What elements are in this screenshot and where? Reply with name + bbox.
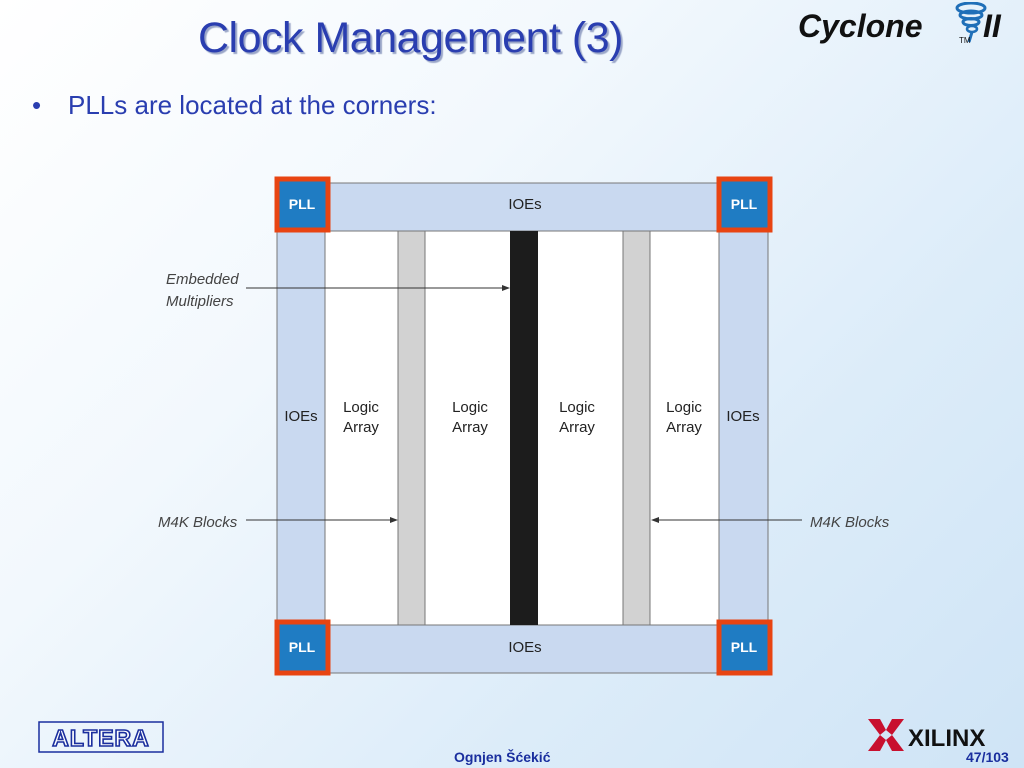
logic-array-label-line1: Logic [452,399,488,416]
cyclone-ii-logo: Cyclone TM II [798,2,1002,45]
bullet-text: PLLs are located at the corners: [68,90,437,120]
slide-number: 47/103 [966,749,1009,765]
arrow-m4k-left [246,517,398,523]
logic-array-label-line2: Array [666,419,702,436]
ioe-label-left: IOEs [284,408,317,425]
footer-author: Ognjen Šćekić [454,749,551,765]
altera-logo-text: ALTERA [52,725,150,751]
bullet-item: • PLLs are located at the corners: [32,90,437,121]
pll-label: PLL [731,196,758,212]
xilinx-logo-text: XILINX [908,725,985,752]
logic-array-label-line2: Array [452,419,488,436]
pll-label: PLL [289,639,316,655]
altera-logo: ALTERA [38,721,164,753]
xilinx-logo: XILINX [868,719,985,752]
arrow-embedded-multipliers [246,285,510,291]
slide-title: Clock Management (3) [198,14,623,62]
logic-array-label-line1: Logic [666,399,702,416]
ioe-label-right: IOEs [726,408,759,425]
ioe-label-bottom: IOEs [508,639,541,656]
cyclone-logo-suffix: II [983,8,1002,44]
m4k-block-column-right [622,230,651,626]
pll-bottom-right: PLL [716,619,773,676]
pll-label: PLL [731,639,758,655]
tornado-icon [955,2,987,43]
embedded-multiplier-column [510,231,538,625]
ioe-band-right [718,230,769,626]
m4k-blocks-label-right: M4K Blocks [810,514,890,531]
pll-label: PLL [289,196,316,212]
m4k-block-column-left [397,230,426,626]
cyclone-logo-text: Cyclone [798,8,922,44]
ioe-band-bottom [276,624,769,674]
logic-array-label-line2: Array [343,419,379,436]
embedded-multipliers-label-line2: Multipliers [166,293,234,310]
ioe-label-top: IOEs [508,196,541,213]
trademark-mark: TM [959,36,971,45]
arrow-m4k-right [651,517,802,523]
m4k-blocks-label-left: M4K Blocks [158,514,238,531]
xilinx-mark-icon [868,719,904,751]
embedded-multipliers-label-line1: Embedded [166,271,239,288]
logic-array-label-line1: Logic [559,399,595,416]
logic-array-label-line1: Logic [343,399,379,416]
pll-top-left: PLL [274,176,331,233]
logic-array-label-line2: Array [559,419,595,436]
bullet-dot: • [32,90,42,120]
ioe-band-left [276,230,326,626]
pll-top-right: PLL [716,176,773,233]
pll-bottom-left: PLL [274,619,331,676]
